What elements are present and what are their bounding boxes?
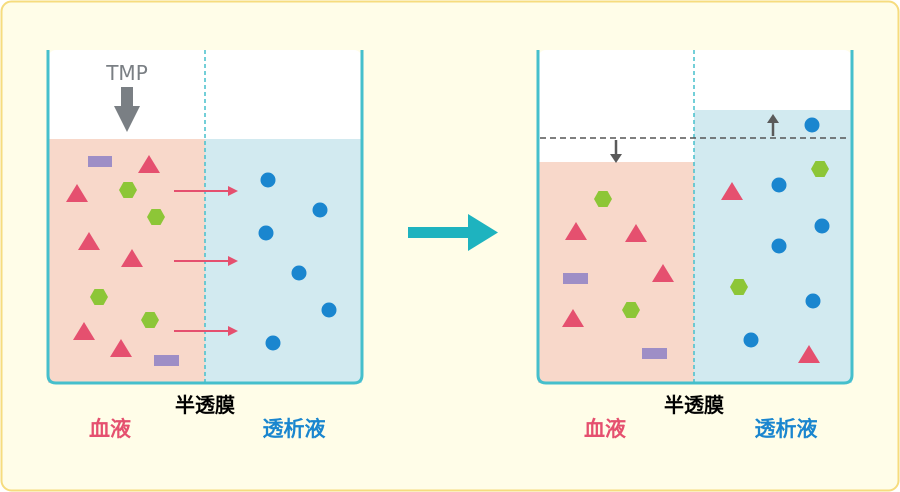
right-container-walls bbox=[536, 50, 854, 385]
blood-label: 血液 bbox=[89, 417, 131, 441]
green-hexagon-particle bbox=[147, 209, 165, 225]
green-hexagon-particle bbox=[90, 289, 108, 305]
blood-label: 血液 bbox=[584, 417, 626, 441]
tmp-label: TMP bbox=[105, 61, 148, 85]
red-triangle-particle bbox=[798, 345, 820, 363]
purple-rect-particle bbox=[642, 348, 667, 359]
blue-circle-particle bbox=[258, 225, 274, 241]
blue-circle-particle bbox=[814, 218, 830, 234]
right-arrow-icon bbox=[174, 186, 238, 196]
red-triangle-particle bbox=[66, 184, 88, 202]
green-hexagon-particle bbox=[730, 279, 748, 295]
dialysate-label: 透析液 bbox=[755, 417, 818, 441]
membrane-label: 半透膜 bbox=[664, 393, 724, 417]
membrane-label: 半透膜 bbox=[175, 393, 235, 417]
green-hexagon-particle bbox=[141, 312, 159, 328]
red-triangle-particle bbox=[138, 155, 160, 173]
down-arrow-icon bbox=[610, 140, 622, 163]
red-triangle-particle bbox=[562, 309, 584, 327]
dialysate-label: 透析液 bbox=[263, 417, 326, 441]
blue-circle-particle bbox=[771, 177, 787, 193]
red-triangle-particle bbox=[73, 322, 95, 340]
blue-circle-particle bbox=[771, 238, 787, 254]
blue-circle-particle bbox=[312, 202, 328, 218]
blue-circle-particle bbox=[743, 332, 759, 348]
right-arrow-icon bbox=[408, 214, 498, 251]
green-hexagon-particle bbox=[811, 161, 829, 177]
down-arrow-icon bbox=[114, 87, 140, 132]
blue-circle-particle bbox=[265, 335, 281, 351]
blue-circle-particle bbox=[260, 172, 276, 188]
red-triangle-particle bbox=[78, 232, 100, 250]
right-arrow-icon bbox=[174, 326, 238, 336]
green-hexagon-particle bbox=[594, 191, 612, 207]
blue-circle-particle bbox=[291, 265, 307, 281]
red-triangle-particle bbox=[625, 224, 647, 242]
red-triangle-particle bbox=[652, 264, 674, 282]
blue-circle-particle bbox=[804, 117, 820, 133]
right-container: 半透膜 血液 透析液 bbox=[536, 50, 854, 441]
purple-rect-particle bbox=[563, 273, 588, 284]
red-triangle-particle bbox=[721, 182, 743, 200]
purple-rect-particle bbox=[88, 156, 112, 167]
blue-circle-particle bbox=[805, 293, 821, 309]
blue-circle-particle bbox=[321, 302, 337, 318]
green-hexagon-particle bbox=[119, 182, 137, 198]
left-container: TMP 半 bbox=[46, 50, 364, 441]
right-arrow-icon bbox=[174, 256, 238, 266]
purple-rect-particle bbox=[154, 355, 179, 366]
red-triangle-particle bbox=[110, 339, 132, 357]
up-arrow-icon bbox=[767, 114, 779, 136]
right-blood-compartment bbox=[538, 162, 694, 383]
red-triangle-particle bbox=[565, 222, 587, 240]
green-hexagon-particle bbox=[622, 302, 640, 318]
red-triangle-particle bbox=[121, 249, 143, 267]
